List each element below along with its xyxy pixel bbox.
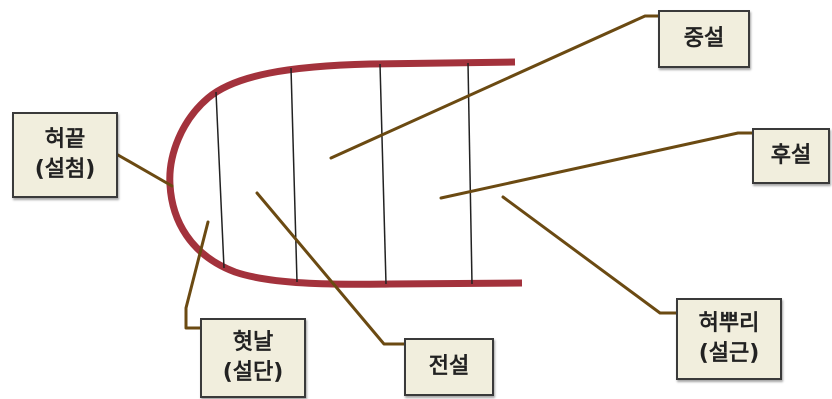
label-tongue-root-line2: (설근) xyxy=(698,341,760,366)
label-tongue-blade: 혓날 (설단) xyxy=(200,318,306,398)
label-tongue-root: 혀뿌리 (설근) xyxy=(676,298,782,380)
label-middle-tongue: 중설 xyxy=(658,10,750,68)
leader-tongue-tip xyxy=(116,153,174,188)
divider-line-3 xyxy=(379,63,387,285)
label-tongue-tip-line2: (설첨) xyxy=(34,157,96,182)
leader-root xyxy=(501,195,678,315)
leader-front xyxy=(255,191,406,346)
label-back-tongue-text: 후설 xyxy=(770,143,812,168)
label-tongue-root-line1: 혀뿌리 xyxy=(698,311,760,336)
label-tongue-tip-line1: 혀끝 xyxy=(44,127,86,152)
divider-line-4 xyxy=(467,62,473,285)
leader-blade xyxy=(184,220,210,330)
label-tongue-blade-line1: 혓날 xyxy=(232,330,274,355)
label-front-tongue: 전설 xyxy=(404,338,494,396)
label-back-tongue: 후설 xyxy=(752,128,830,184)
label-tongue-tip: 혀끝 (설첨) xyxy=(12,112,118,198)
leader-middle xyxy=(329,14,660,160)
label-middle-tongue-text: 중설 xyxy=(683,26,725,51)
divider-line-2 xyxy=(290,67,298,283)
leader-back xyxy=(439,131,754,200)
divider-line-1 xyxy=(215,91,225,269)
label-tongue-blade-line2: (설단) xyxy=(222,360,284,385)
label-front-tongue-text: 전설 xyxy=(428,354,470,379)
